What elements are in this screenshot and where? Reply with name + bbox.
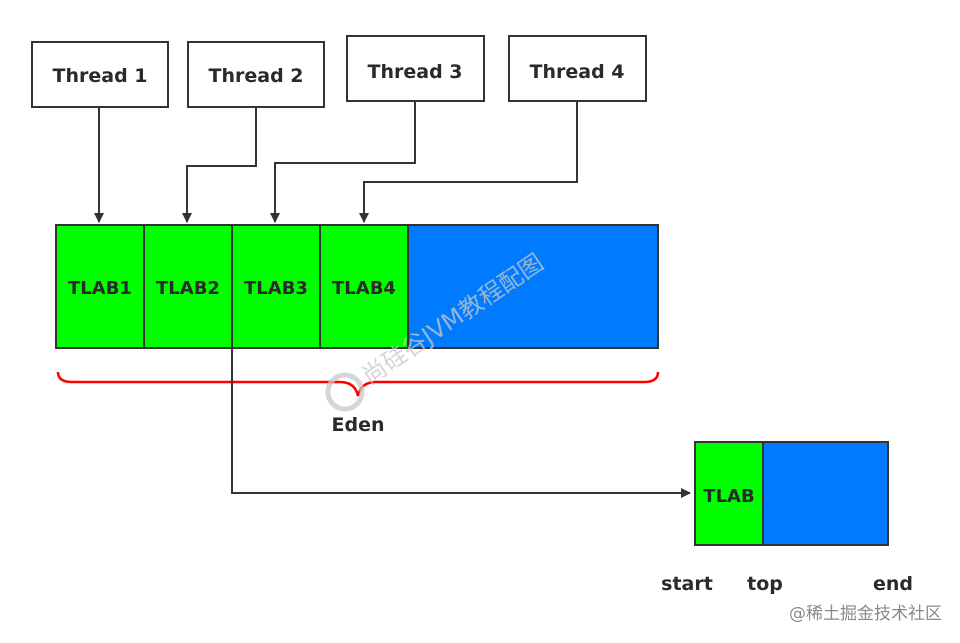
- arrow-to-tlab-detail: [231, 348, 691, 498]
- pointer-end-label: end: [873, 573, 913, 595]
- tlab-detail-used: [694, 441, 764, 546]
- tlab-detail-free: [762, 441, 889, 546]
- thread-label-4: Thread 4: [530, 61, 625, 83]
- watermark-logo-icon: [325, 372, 365, 412]
- eden-label: Eden: [332, 414, 385, 436]
- thread-box-1: Thread 1: [31, 41, 169, 108]
- eden-memory-bar: TLAB1 TLAB2 TLAB3 TLAB4: [55, 224, 659, 349]
- arrow-thread3-to-tlab3: [270, 101, 416, 223]
- tlab-label-3: TLAB3: [244, 278, 308, 299]
- eden-brace: [56, 371, 660, 397]
- thread-box-2: Thread 2: [187, 41, 325, 108]
- tlab-detail-box: TLAB: [694, 441, 889, 546]
- thread-box-4: Thread 4: [508, 35, 647, 102]
- tlab-detail-label: TLAB: [703, 486, 754, 507]
- footer-watermark: @稀土掘金技术社区: [789, 604, 942, 624]
- tlab-label-4: TLAB4: [332, 278, 396, 299]
- thread-box-3: Thread 3: [346, 35, 485, 102]
- thread-label-1: Thread 1: [53, 65, 148, 87]
- arrow-thread4-to-tlab4: [359, 101, 578, 223]
- arrow-thread2-to-tlab2: [182, 107, 257, 223]
- tlab-label-2: TLAB2: [156, 278, 220, 299]
- thread-label-2: Thread 2: [209, 65, 304, 87]
- thread-label-3: Thread 3: [368, 61, 463, 83]
- tlab-label-1: TLAB1: [68, 278, 132, 299]
- tlab-segment-2: [143, 224, 233, 349]
- pointer-start-label: start: [661, 573, 713, 595]
- pointer-top-label: top: [747, 573, 783, 595]
- eden-free-space: [407, 224, 659, 349]
